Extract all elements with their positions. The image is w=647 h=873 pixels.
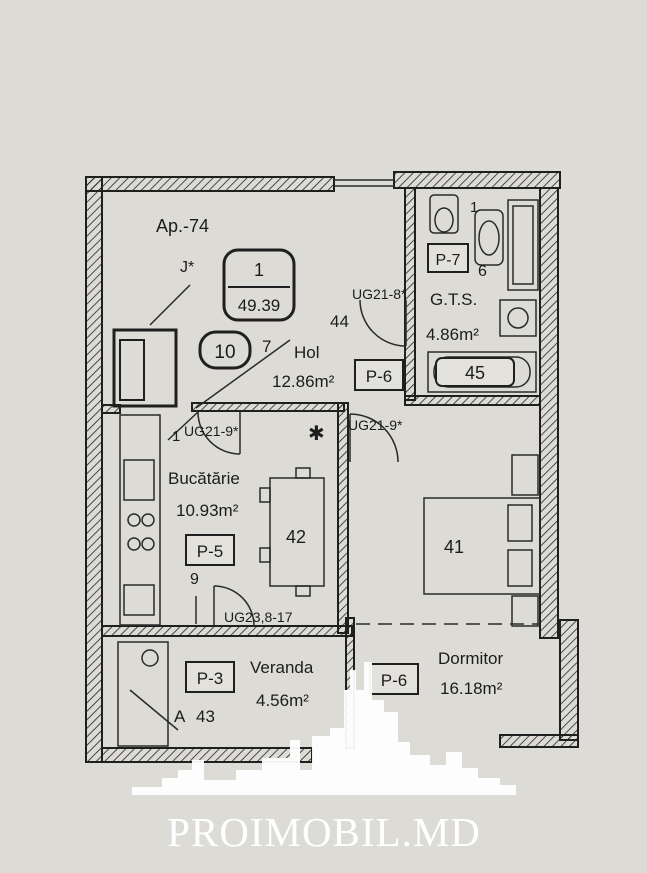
skyline-icon xyxy=(132,662,516,795)
room-name-dormitor: Dormitor xyxy=(438,649,504,668)
circle-tag-10: 10 xyxy=(198,330,252,370)
watermark-text: PROIMOBIL.MD xyxy=(167,809,481,855)
room-name-veranda: Veranda xyxy=(250,658,314,677)
svg-text:10: 10 xyxy=(214,342,235,363)
top-window xyxy=(334,179,394,187)
number-9: 9 xyxy=(190,571,199,588)
washing-area xyxy=(507,199,539,291)
apartment-number: 1 xyxy=(254,260,264,280)
bed xyxy=(423,497,541,595)
marker-j: J* xyxy=(180,259,194,276)
sink-counter xyxy=(123,459,155,501)
bathtub xyxy=(427,351,537,393)
panel-tag-p6-hol: P-6 xyxy=(366,367,392,386)
watermark: PROIMOBIL.MD xyxy=(132,662,516,855)
bedroom-fixtures xyxy=(356,454,541,627)
labels: Ap.-74 J* 7 44 1 1 6 9 41 42 43 A G.T.S.… xyxy=(156,199,504,726)
number-1-bath: 1 xyxy=(470,199,478,216)
sink xyxy=(474,209,504,266)
door-code-ug21-8: UG21-8* xyxy=(352,286,407,302)
veranda-fixtures xyxy=(117,641,179,747)
panel-tags: P-7 P-6 P-5 P-3 P-6 45 xyxy=(185,243,515,695)
room-name-gts: G.T.S. xyxy=(430,290,477,309)
room-name-hol: Hol xyxy=(294,343,320,362)
door-code-ug21-9-left: UG21-9* xyxy=(184,423,239,439)
door-code-ug23: UG23,8-17 xyxy=(224,609,293,625)
kitchen-fixtures xyxy=(119,414,325,626)
outer-walls xyxy=(85,171,579,763)
room-area-dormitor: 16.18m² xyxy=(440,679,503,698)
apartment-area: 49.39 xyxy=(238,296,281,315)
room-area-hol: 12.86m² xyxy=(272,372,335,391)
number-6: 6 xyxy=(478,263,487,280)
label-a: A xyxy=(174,707,186,726)
number-42: 42 xyxy=(286,527,306,547)
asterisk-icon: ✱ xyxy=(308,423,325,445)
apartment-name: Ap.-74 xyxy=(156,216,209,236)
room-name-bucatarie: Bucătărie xyxy=(168,469,240,488)
doors xyxy=(149,284,407,627)
door-code-ug21-9-right: UG21-9* xyxy=(348,417,403,433)
number-7: 7 xyxy=(262,337,271,356)
stove-burner xyxy=(127,537,141,551)
number-43: 43 xyxy=(196,707,215,726)
room-area-veranda: 4.56m² xyxy=(256,691,309,710)
panel-tag-p6-dormitor: P-6 xyxy=(381,671,407,690)
room-area-bucatarie: 10.93m² xyxy=(176,501,239,520)
room-area-gts: 4.86m² xyxy=(426,325,479,344)
number-41: 41 xyxy=(444,537,464,557)
panel-tag-p3: P-3 xyxy=(197,669,223,688)
number-45: 45 xyxy=(465,363,485,383)
panel-tag-p7: P-7 xyxy=(436,252,461,269)
number-44: 44 xyxy=(330,312,349,331)
apartment-badge: 1 49.39 xyxy=(222,248,296,322)
panel-tag-p5: P-5 xyxy=(197,542,223,561)
toilet xyxy=(429,194,459,234)
number-1-kitchen: 1 xyxy=(172,428,180,445)
